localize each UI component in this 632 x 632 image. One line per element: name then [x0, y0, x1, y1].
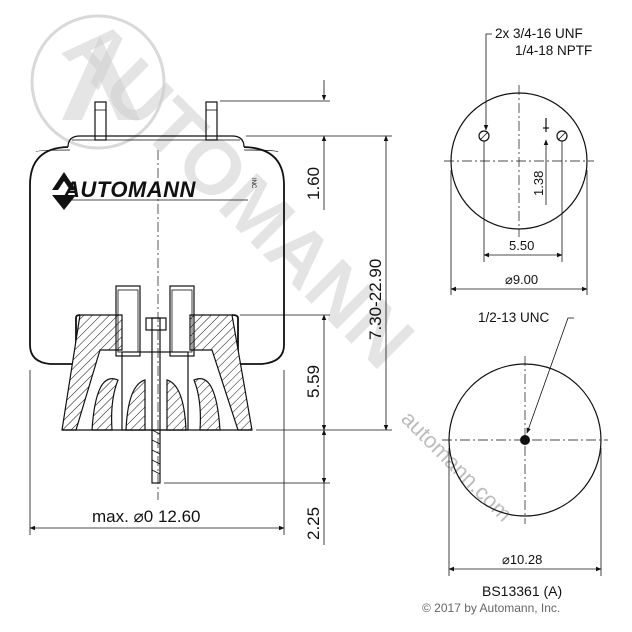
dim-top-diameter: ⌀9.00	[505, 272, 538, 287]
piston-section	[61, 285, 253, 484]
logo-text: AUTOMANN	[63, 177, 197, 202]
logo-suffix: INC	[250, 178, 256, 189]
dim-top-to-plate: 1.60	[304, 167, 323, 200]
product-logo: AUTOMANN INC	[52, 172, 256, 210]
dim-height-range: 7.30-22.90	[366, 259, 385, 340]
bottom-view: 1/2-13 UNC ⌀10.28	[442, 310, 608, 576]
part-number: BS13361 (A)	[482, 583, 562, 599]
stud-hole-right-icon	[556, 130, 568, 142]
callout-thread: 2x 3/4-16 UNF	[495, 26, 583, 41]
air-fitting-icon	[543, 118, 549, 132]
watermark-logo-icon	[62, 36, 140, 120]
dim-offset: 1.38	[531, 171, 546, 196]
top-view: 2x 3/4-16 UNF 1/4-18 NPTF 1.38 5.50 ⌀9.0…	[444, 26, 594, 295]
callout-pipe: 1/4-18 NPTF	[515, 43, 592, 58]
watermark-url: automann.com	[396, 406, 517, 527]
watermark: AUTOMANN automann.com	[30, 2, 517, 527]
side-view: AUTOMANN INC	[29, 101, 285, 500]
bellow-outline	[29, 146, 81, 365]
stud-hole-left-icon	[478, 130, 490, 142]
dim-piston: 5.59	[304, 365, 323, 398]
dim-max-diameter: max. ⌀0 12.60	[92, 507, 201, 526]
callout-unc: 1/2-13 UNC	[478, 310, 550, 325]
side-dimensions: 1.60 7.30-22.90 5.59 2.25 max. ⌀0 12.60	[29, 80, 392, 545]
center-stud-icon	[520, 435, 530, 445]
dim-bottom-diameter: ⌀10.28	[502, 552, 542, 567]
dim-stud: 2.25	[304, 507, 323, 540]
logo-mark-icon	[52, 172, 76, 190]
copyright: © 2017 by Automann, Inc.	[422, 601, 560, 615]
dim-spacing: 5.50	[509, 238, 534, 253]
